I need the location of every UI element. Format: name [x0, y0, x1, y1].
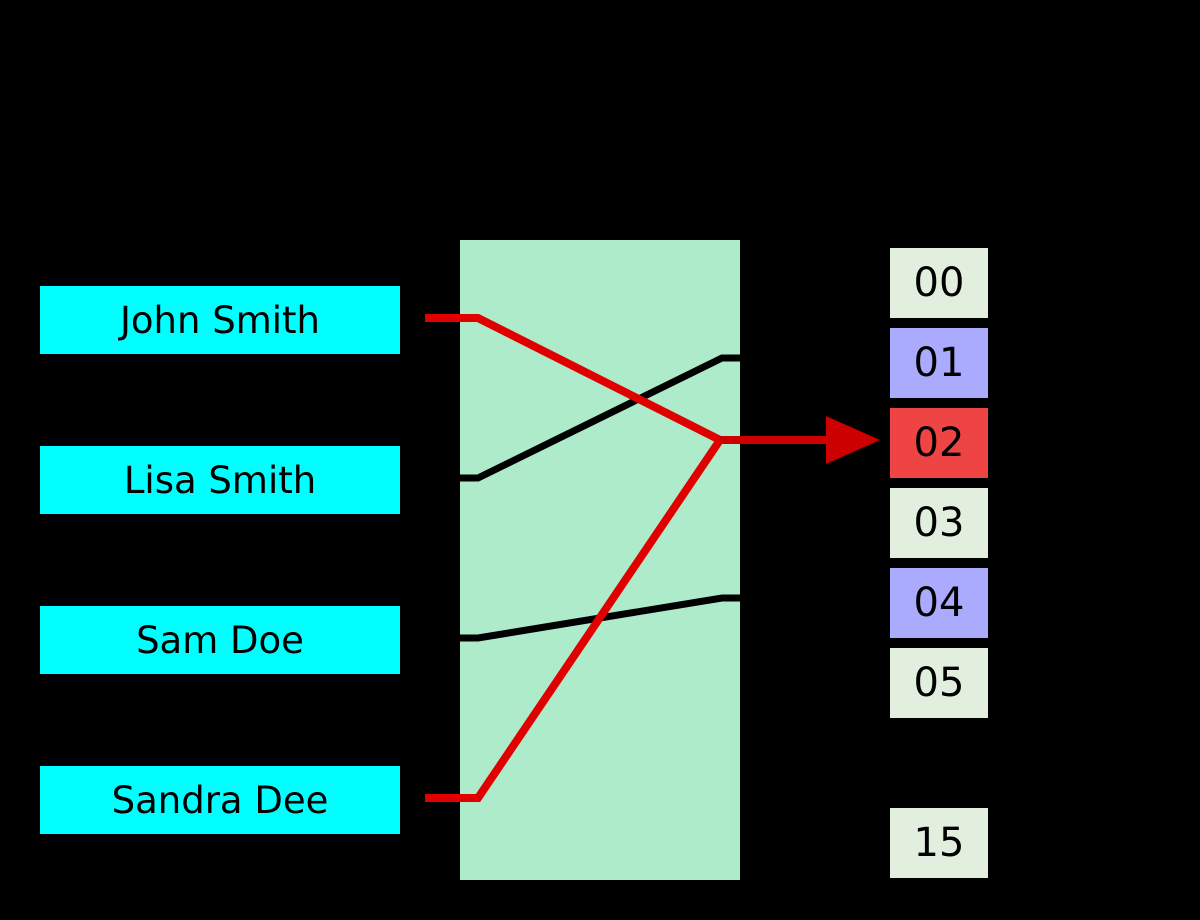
bucket-slot-05[interactable]: 05: [890, 648, 988, 718]
bucket-slot-label: 01: [913, 340, 965, 386]
bucket-slot-label: 02: [913, 420, 965, 466]
key-box-lisa-smith[interactable]: Lisa Smith: [40, 446, 400, 514]
bucket-slot-04[interactable]: 04: [890, 568, 988, 638]
bucket-slot-label: 05: [913, 660, 965, 706]
key-box-sam-doe[interactable]: Sam Doe: [40, 606, 400, 674]
bucket-slot-01[interactable]: 01: [890, 328, 988, 398]
key-box-john-smith[interactable]: John Smith: [40, 286, 400, 354]
key-label: John Smith: [120, 298, 320, 342]
key-label: Lisa Smith: [123, 458, 317, 502]
bucket-slot-label: 04: [913, 580, 965, 626]
key-label: Sandra Dee: [111, 778, 329, 822]
bucket-slot-15[interactable]: 15: [890, 808, 988, 878]
bucket-slot-02[interactable]: 02: [890, 408, 988, 478]
hash-function-panel: [460, 240, 740, 880]
key-label: Sam Doe: [136, 618, 304, 662]
arrow-head-icon: [826, 416, 880, 464]
bucket-slot-label: 03: [913, 500, 965, 546]
key-box-sandra-dee[interactable]: Sandra Dee: [40, 766, 400, 834]
bucket-slot-label: 00: [913, 260, 965, 306]
bucket-slot-03[interactable]: 03: [890, 488, 988, 558]
bucket-slot-label: 15: [913, 820, 965, 866]
bucket-slot-00[interactable]: 00: [890, 248, 988, 318]
